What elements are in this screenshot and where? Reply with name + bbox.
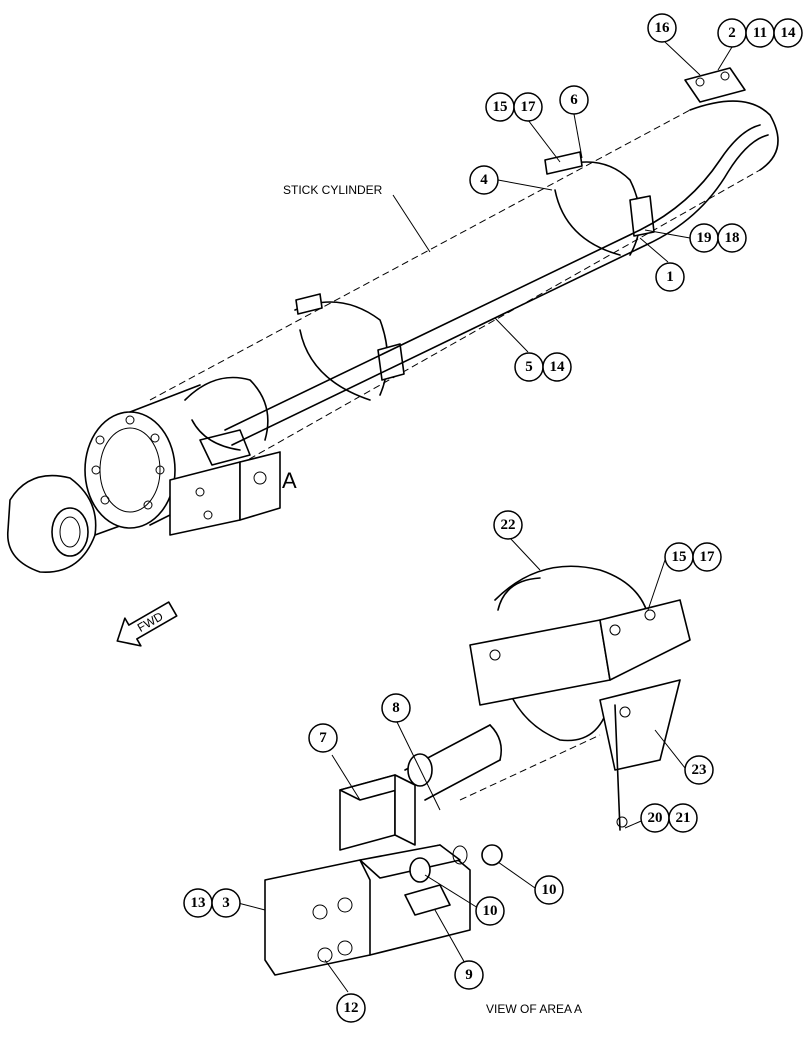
- callout-3: 3: [211, 888, 241, 918]
- svg-text:4: 4: [480, 172, 488, 188]
- callout-4: 4: [469, 165, 499, 195]
- svg-text:22: 22: [501, 517, 516, 533]
- svg-text:11: 11: [753, 25, 767, 41]
- svg-text:14: 14: [550, 359, 566, 375]
- callout-1: 1: [655, 262, 685, 292]
- svg-text:9: 9: [465, 967, 473, 983]
- svg-text:23: 23: [692, 762, 707, 778]
- callout-5: 5: [514, 352, 544, 382]
- callout-7: 7: [308, 723, 338, 753]
- strap-clamp: [469, 565, 691, 742]
- callout-14-top: 14: [773, 18, 803, 48]
- cylinder-barrel: [149, 109, 761, 471]
- callout-10-center: 10: [475, 896, 505, 926]
- svg-text:15: 15: [493, 99, 508, 115]
- callout-17-lower: 17: [692, 542, 722, 572]
- svg-text:7: 7: [319, 730, 327, 746]
- callout-2: 2: [717, 18, 747, 48]
- callout-19: 19: [689, 223, 719, 253]
- callout-8: 8: [381, 693, 411, 723]
- svg-text:8: 8: [392, 700, 400, 716]
- callout-11: 11: [745, 18, 775, 48]
- barrel-clamp-head: [184, 376, 269, 451]
- callout-6: 6: [559, 85, 589, 115]
- svg-text:5: 5: [525, 359, 533, 375]
- forward-arrow-icon: FWD: [116, 601, 178, 647]
- svg-text:19: 19: [697, 230, 712, 246]
- callout-12: 12: [336, 993, 366, 1023]
- hydraulic-line: [224, 124, 761, 431]
- svg-text:21: 21: [676, 810, 691, 826]
- callout-9: 9: [454, 960, 484, 990]
- svg-text:10: 10: [542, 882, 557, 898]
- mounting-bracket: [599, 679, 681, 831]
- svg-text:14: 14: [781, 25, 797, 41]
- callout-18: 18: [717, 223, 747, 253]
- callout-21: 21: [668, 803, 698, 833]
- view-of-area-a-label: VIEW OF AREA A: [486, 1002, 582, 1016]
- area-a-marker: A: [282, 468, 297, 493]
- svg-text:17: 17: [700, 549, 716, 565]
- svg-text:16: 16: [655, 20, 671, 36]
- callout-15-lower: 15: [664, 542, 694, 572]
- callout-16: 16: [647, 13, 677, 43]
- svg-text:12: 12: [344, 1000, 359, 1016]
- callout-17-top: 17: [513, 92, 543, 122]
- stick-cylinder-label: STICK CYLINDER: [283, 183, 383, 197]
- svg-text:18: 18: [725, 230, 740, 246]
- solenoid: [339, 753, 433, 851]
- valve-body: [264, 844, 503, 976]
- svg-text:15: 15: [672, 549, 687, 565]
- valve-block-upper: [169, 429, 281, 536]
- callout-14-mid: 14: [542, 352, 572, 382]
- svg-text:13: 13: [191, 895, 206, 911]
- barrel-clamp-middle: [294, 293, 405, 401]
- callout-22: 22: [493, 510, 523, 540]
- leader-lines-lower: [237, 537, 686, 993]
- svg-text:3: 3: [222, 895, 230, 911]
- rod-end-cap: [684, 67, 746, 103]
- callout-15-top: 15: [485, 92, 515, 122]
- svg-text:2: 2: [728, 25, 736, 41]
- cylinder-head: [84, 384, 241, 529]
- callout-13: 13: [183, 888, 213, 918]
- leader-lines-upper: [392, 41, 733, 353]
- svg-text:6: 6: [570, 92, 578, 108]
- callout-20: 20: [640, 803, 670, 833]
- svg-text:1: 1: [666, 269, 674, 285]
- callout-23: 23: [684, 755, 714, 785]
- svg-text:10: 10: [483, 903, 498, 919]
- svg-text:17: 17: [521, 99, 537, 115]
- area-a-detail: [264, 565, 691, 976]
- stick-cylinder-assembly: [7, 67, 779, 573]
- svg-text:20: 20: [648, 810, 663, 826]
- callout-10-right: 10: [534, 875, 564, 905]
